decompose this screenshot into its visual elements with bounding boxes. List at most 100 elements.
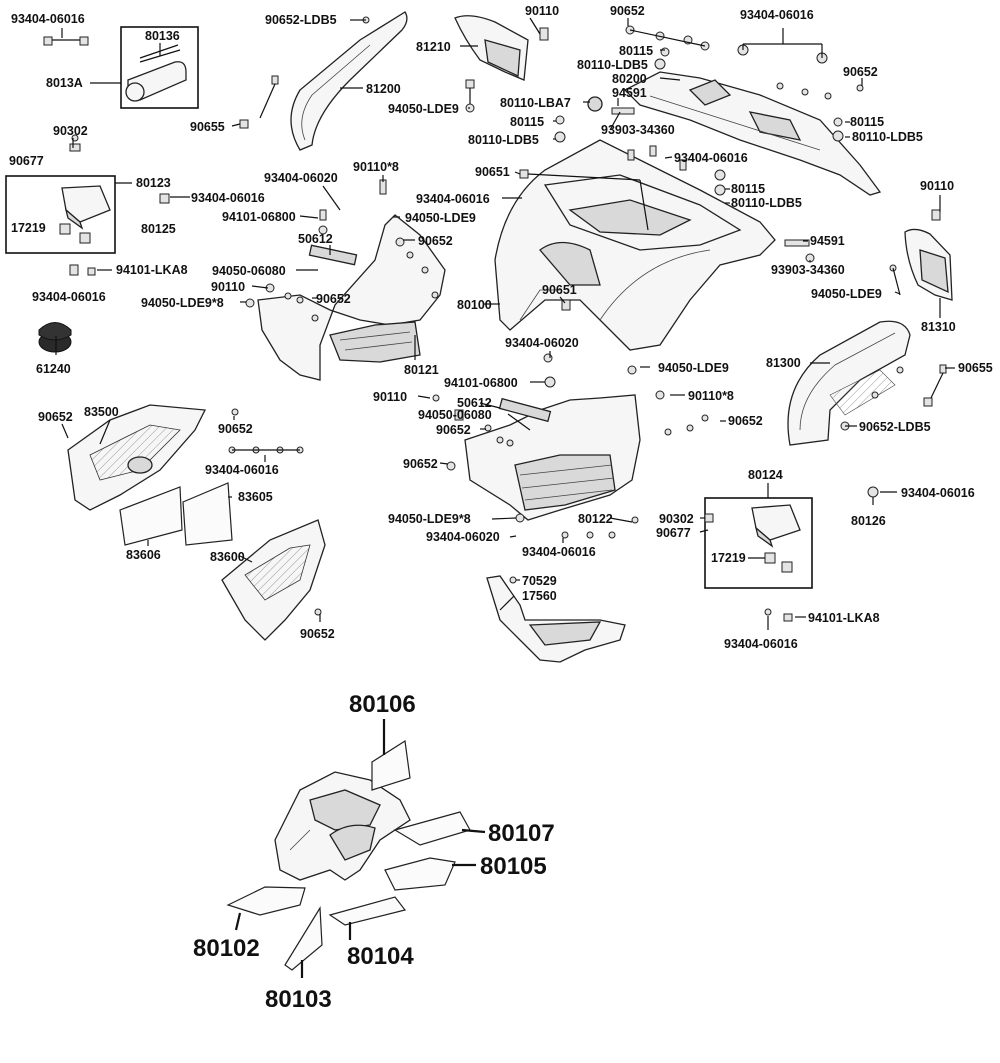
callout-8013A: 8013A <box>46 76 83 90</box>
callout-90110: 90110 <box>920 179 954 193</box>
callout-90302: 90302 <box>53 124 88 138</box>
callout-94050-lde9: 94050-LDE9 <box>388 102 459 116</box>
part-80122-right-footwell <box>432 353 709 539</box>
callout-93404-06016: 93404-06016 <box>740 8 814 22</box>
callout-83500: 83500 <box>84 405 119 419</box>
callout-90652: 90652 <box>316 292 351 306</box>
callout-90655: 90655 <box>190 120 225 134</box>
callout-93404-06020: 93404-06020 <box>264 171 338 185</box>
part-81210-flap <box>454 15 529 81</box>
part-94050-lde9-mid <box>465 79 475 113</box>
callout-80104: 80104 <box>347 943 414 970</box>
callout-80200: 80200 <box>612 72 647 86</box>
part-83606-sheet <box>119 486 183 546</box>
callout-17219: 17219 <box>711 551 746 565</box>
part-94101-lka8-left <box>69 264 96 276</box>
callout-80103: 80103 <box>265 986 332 1013</box>
callout-94050-06080: 94050-06080 <box>418 408 492 422</box>
callout-80115: 80115 <box>619 44 653 58</box>
callout-94050-lde9: 94050-LDE9 <box>405 211 476 225</box>
part-81200-fender <box>239 11 408 151</box>
part-83600-guard <box>221 519 326 641</box>
callout-90652: 90652 <box>38 410 73 424</box>
part-80100-rear-body <box>494 139 776 351</box>
part-90677-clip <box>69 134 81 152</box>
callout-80110-ldb5: 80110-LDB5 <box>731 196 802 210</box>
callout-93404-06020: 93404-06020 <box>426 530 500 544</box>
callout-61240: 61240 <box>36 362 71 376</box>
callout-80107: 80107 <box>488 820 555 847</box>
callout-90652: 90652 <box>843 65 878 79</box>
callout-80110-ldb5: 80110-LDB5 <box>852 130 923 144</box>
callout-81310: 81310 <box>921 320 956 334</box>
callout-90655: 90655 <box>958 361 993 375</box>
callout-80124: 80124 <box>748 468 783 482</box>
part-90652-rivet-chain <box>625 25 710 51</box>
callout-93903-34360: 93903-34360 <box>771 263 845 277</box>
part-17560-bracket <box>486 575 626 663</box>
callout-94050-lde9: 94050-LDE9 <box>658 361 729 375</box>
callout-94591: 94591 <box>612 86 647 100</box>
callout-80125: 80125 <box>141 222 176 236</box>
callout-80110-ldb5: 80110-LDB5 <box>468 133 539 147</box>
callout-90651: 90651 <box>542 283 577 297</box>
part-90110-top <box>539 27 549 41</box>
callout-90652-ldb5: 90652-LDB5 <box>859 420 931 434</box>
callout-94050-lde9x8: 94050-LDE9*8 <box>388 512 471 526</box>
part-8013A-box <box>120 26 199 109</box>
callout-93404-06016: 93404-06016 <box>32 290 106 304</box>
callout-94101-06800: 94101-06800 <box>222 210 296 224</box>
callout-93404-06016: 93404-06016 <box>11 12 85 26</box>
callout-83605: 83605 <box>238 490 273 504</box>
callout-17560: 17560 <box>522 589 557 603</box>
callout-83606: 83606 <box>126 548 161 562</box>
callout-80105: 80105 <box>480 853 547 880</box>
leader-lines <box>55 17 955 978</box>
callout-94101-lka8: 94101-LKA8 <box>808 611 880 625</box>
callout-90652-ldb5: 90652-LDB5 <box>265 13 337 27</box>
callout-93404-06016: 93404-06016 <box>191 191 265 205</box>
callout-81210: 81210 <box>416 40 451 54</box>
part-81310-flap <box>784 209 953 301</box>
part-80121-left-footwell <box>245 179 446 381</box>
callout-80110-ldb5: 80110-LDB5 <box>577 58 648 72</box>
bolt-pair-topleft <box>43 36 89 46</box>
callout-80115: 80115 <box>731 182 765 196</box>
callout-94050-lde9x8: 94050-LDE9*8 <box>141 296 224 310</box>
part-80200-rear-rack-cover <box>623 71 882 196</box>
part-61240-plug <box>38 322 72 353</box>
callout-93903-34360: 93903-34360 <box>601 123 675 137</box>
callout-50612: 50612 <box>457 396 492 410</box>
part-83500-guard <box>67 404 304 511</box>
callout-81200: 81200 <box>366 82 401 96</box>
callout-80126: 80126 <box>851 514 886 528</box>
callout-93404-06016: 93404-06016 <box>901 486 975 500</box>
callout-labels: 93404-06016 8013A 80136 90302 90677 8012… <box>9 4 993 1013</box>
callout-90652: 90652 <box>403 457 438 471</box>
callout-80102: 80102 <box>193 935 260 962</box>
callout-17219: 17219 <box>11 221 46 235</box>
callout-80122: 80122 <box>578 512 613 526</box>
callout-93404-06016: 93404-06016 <box>724 637 798 651</box>
callout-90302: 90302 <box>659 512 694 526</box>
callout-80110-lba7: 80110-LBA7 <box>500 96 571 110</box>
callout-94050-06080: 94050-06080 <box>212 264 286 278</box>
callout-94050-lde9: 94050-LDE9 <box>811 287 882 301</box>
callout-80121: 80121 <box>404 363 439 377</box>
part-80123-box <box>5 175 170 254</box>
callout-93404-06016: 93404-06016 <box>674 151 748 165</box>
callout-90652: 90652 <box>418 234 453 248</box>
callout-93404-06016: 93404-06016 <box>416 192 490 206</box>
callout-93404-06016: 93404-06016 <box>522 545 596 559</box>
callout-94101-lka8: 94101-LKA8 <box>116 263 188 277</box>
callout-80115: 80115 <box>850 115 884 129</box>
callout-90110x8: 90110*8 <box>688 389 734 403</box>
callout-80136: 80136 <box>145 29 180 43</box>
callout-80115: 80115 <box>510 115 544 129</box>
callout-90652: 90652 <box>218 422 253 436</box>
inset-assembly <box>226 739 471 971</box>
callout-93404-06016: 93404-06016 <box>205 463 279 477</box>
callout-90651: 90651 <box>475 165 510 179</box>
callout-81300: 81300 <box>766 356 801 370</box>
